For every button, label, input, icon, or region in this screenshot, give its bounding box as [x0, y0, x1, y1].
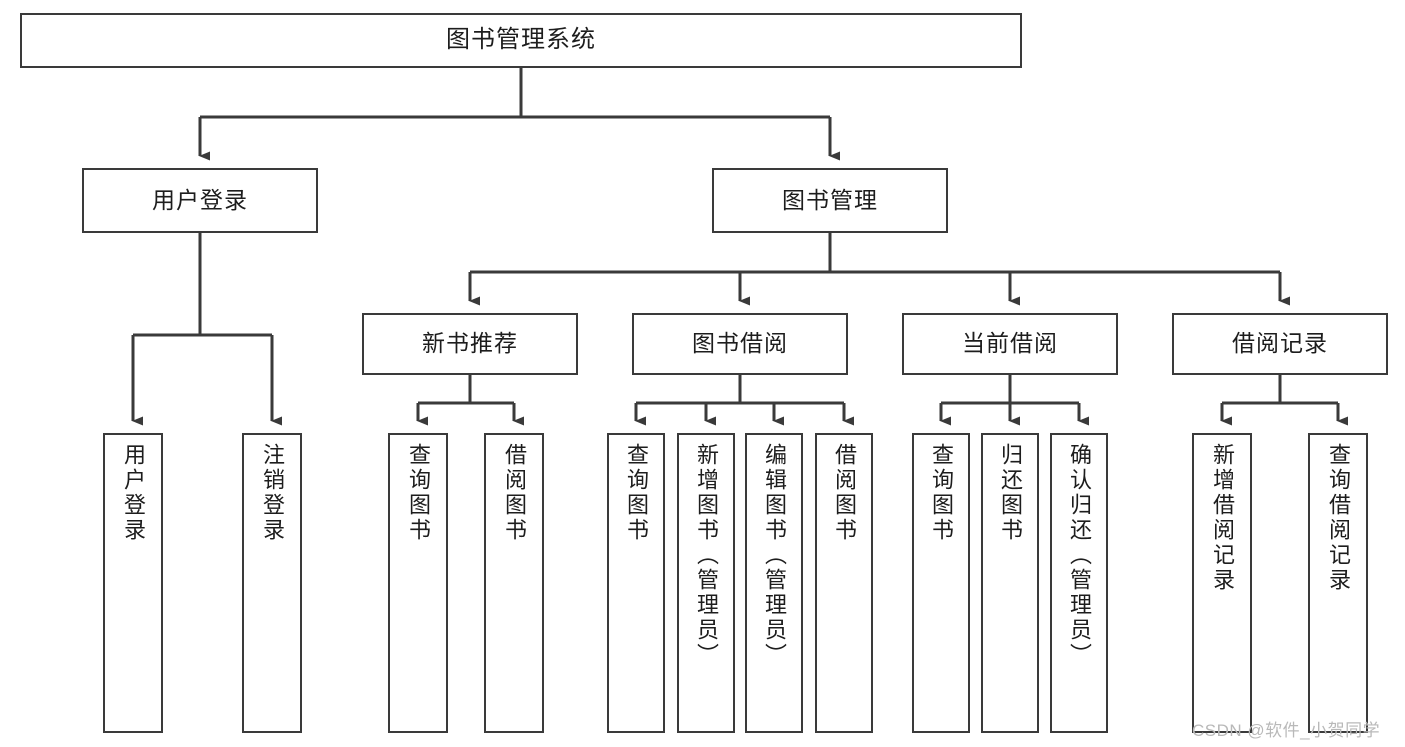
- leaf-new-book-borrow-book[interactable]: 借阅图书: [484, 433, 544, 733]
- leaf-records-add-record[interactable]: 新增借阅记录: [1192, 433, 1252, 733]
- leaf-current-return-book[interactable]: 归还图书: [981, 433, 1039, 733]
- node-label: 用户登录: [152, 186, 248, 213]
- node-label: 新增图书（管理员）: [694, 443, 719, 668]
- leaf-new-book-query-book[interactable]: 查询图书: [388, 433, 448, 733]
- node-root-book-management-system[interactable]: 图书管理系统: [20, 13, 1022, 68]
- node-label: 编辑图书（管理员）: [762, 443, 787, 668]
- leaf-current-confirm-return-admin[interactable]: 确认归还（管理员）: [1050, 433, 1108, 733]
- node-label: 用户登录: [121, 443, 146, 543]
- node-borrow-records[interactable]: 借阅记录: [1172, 313, 1388, 375]
- node-label: 新增借阅记录: [1210, 443, 1235, 593]
- leaf-user-login-logout[interactable]: 注销登录: [242, 433, 302, 733]
- node-label: 确认归还（管理员）: [1067, 443, 1092, 668]
- node-label: 图书管理: [782, 186, 878, 213]
- node-label: 注销登录: [260, 443, 285, 543]
- node-user-login[interactable]: 用户登录: [82, 168, 318, 233]
- leaf-borrow-borrow-book[interactable]: 借阅图书: [815, 433, 873, 733]
- node-label: 查询图书: [929, 443, 954, 543]
- node-label: 查询图书: [624, 443, 649, 543]
- node-label: 借阅图书: [502, 443, 527, 543]
- node-label: 图书借阅: [692, 330, 788, 357]
- node-label: 借阅图书: [832, 443, 857, 543]
- csdn-watermark: CSDN @软件_小贺同学: [1192, 721, 1381, 740]
- node-book-borrow[interactable]: 图书借阅: [632, 313, 848, 375]
- node-label: 当前借阅: [962, 330, 1058, 357]
- leaf-borrow-query-book[interactable]: 查询图书: [607, 433, 665, 733]
- node-new-book-recommend[interactable]: 新书推荐: [362, 313, 578, 375]
- node-label: 借阅记录: [1232, 330, 1328, 357]
- node-label: 归还图书: [998, 443, 1023, 543]
- node-label: 图书管理系统: [446, 26, 596, 54]
- leaf-user-login-login[interactable]: 用户登录: [103, 433, 163, 733]
- leaf-borrow-add-book-admin[interactable]: 新增图书（管理员）: [677, 433, 735, 733]
- node-label: 查询借阅记录: [1326, 443, 1351, 593]
- node-label: 新书推荐: [422, 330, 518, 357]
- node-label: 查询图书: [406, 443, 431, 543]
- leaf-borrow-edit-book-admin[interactable]: 编辑图书（管理员）: [745, 433, 803, 733]
- leaf-records-query-record[interactable]: 查询借阅记录: [1308, 433, 1368, 733]
- node-book-management[interactable]: 图书管理: [712, 168, 948, 233]
- node-current-borrow[interactable]: 当前借阅: [902, 313, 1118, 375]
- leaf-current-query-book[interactable]: 查询图书: [912, 433, 970, 733]
